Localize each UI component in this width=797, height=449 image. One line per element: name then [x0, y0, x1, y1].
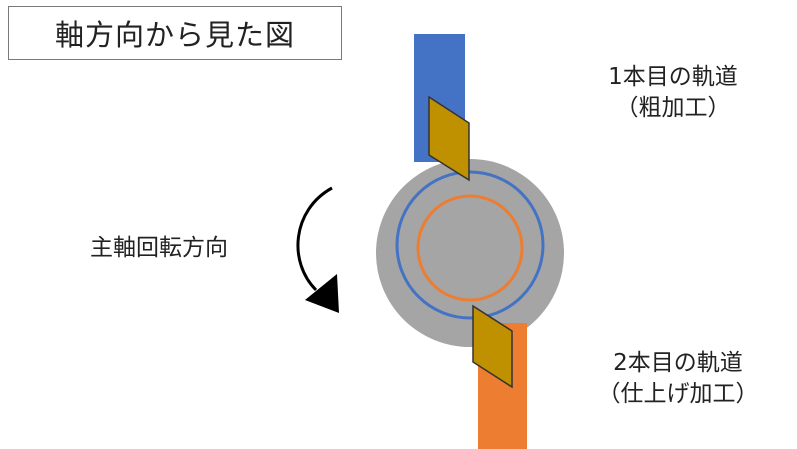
- track2-label-line2: （仕上げ加工）: [597, 381, 759, 407]
- tool-insert-1: [428, 95, 470, 182]
- track1-label-line2: （粗加工）: [615, 95, 731, 121]
- diagram-title: 軸方向から見た図: [54, 18, 295, 52]
- rotation-direction-label: 主軸回転方向: [90, 233, 280, 264]
- track1-label: 1本目の軌道 （粗加工）: [588, 62, 758, 124]
- track2-label: 2本目の軌道 （仕上げ加工）: [588, 348, 768, 410]
- track1-orbit-ring: [395, 170, 545, 320]
- tool-insert-2: [472, 304, 513, 389]
- rotation-label-text: 主軸回転方向: [90, 235, 228, 261]
- title-box: 軸方向から見た図: [8, 6, 342, 60]
- rotation-arrow-head: [305, 274, 339, 313]
- track1-label-line1: 1本目の軌道: [608, 64, 738, 90]
- track2-label-line1: 2本目の軌道: [613, 350, 743, 376]
- track2-orbit-ring: [416, 194, 524, 302]
- rotation-arrow-curve: [296, 186, 333, 292]
